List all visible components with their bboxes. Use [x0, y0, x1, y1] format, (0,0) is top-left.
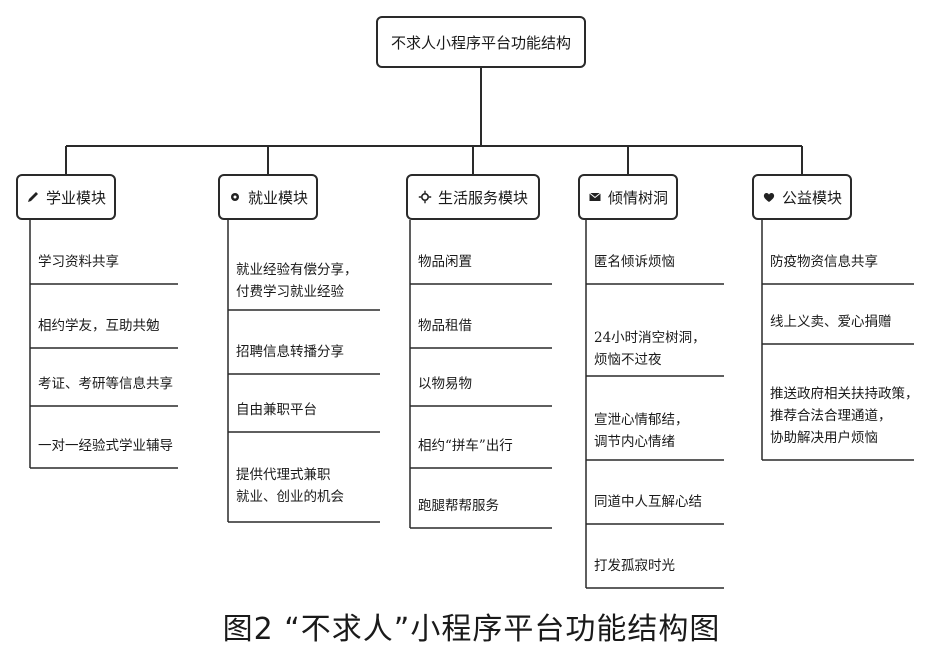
leaf-item: 打发孤寂时光 [594, 558, 675, 574]
leaf-item: 物品闲置 [418, 254, 472, 270]
leaf-item: 物品租借 [418, 318, 472, 334]
module-label: 学业模块 [45, 188, 106, 207]
root-node-label: 不求人小程序平台功能结构 [390, 33, 571, 52]
pencil-icon [26, 190, 40, 204]
leaf-item: 考证、考研等信息共享 [38, 376, 173, 392]
module-label: 生活服务模块 [437, 188, 528, 207]
leaf-connector-lines [29, 220, 914, 589]
leaf-item: 招聘信息转播分享 [236, 344, 344, 360]
module-label: 就业模块 [247, 188, 308, 207]
figure-caption: 图2 “不求人”小程序平台功能结构图 [222, 612, 721, 647]
leaf-item: 就业经验有偿分享，付费学习就业经验 [236, 262, 358, 300]
gear-icon [228, 190, 242, 204]
module-label: 倾情树洞 [607, 188, 668, 207]
module-box: 就业模块 [218, 174, 318, 220]
module-box: 公益模块 [752, 174, 852, 220]
connector-lines [65, 68, 803, 174]
leaf-item: 同道中人互解心结 [594, 494, 702, 510]
leaf-item: 宣泄心情郁结，调节内心情绪 [594, 412, 689, 450]
leaf-item: 线上义卖、爱心捐赠 [770, 314, 892, 330]
leaf-item: 防疫物资信息共享 [770, 254, 878, 270]
sun-icon [418, 190, 432, 204]
leaf-item: 24小时消空树洞，烦恼不过夜 [594, 330, 706, 368]
leaf-item: 一对一经验式学业辅导 [38, 438, 173, 454]
module-box: 生活服务模块 [406, 174, 540, 220]
leaf-item: 跑腿帮帮服务 [418, 498, 499, 514]
envelope-icon [588, 190, 602, 204]
module-box: 倾情树洞 [578, 174, 678, 220]
structure-diagram [29, 68, 914, 589]
module-box: 学业模块 [16, 174, 116, 220]
leaf-item: 推送政府相关扶持政策，推荐合法合理通道，协助解决用户烦恼 [770, 386, 919, 446]
leaf-item: 学习资料共享 [38, 254, 119, 270]
leaf-item: 提供代理式兼职就业、创业的机会 [236, 467, 344, 505]
heart-icon [762, 190, 776, 204]
leaf-item: 匿名倾诉烦恼 [594, 254, 675, 270]
module-label: 公益模块 [781, 188, 842, 207]
leaf-item: 自由兼职平台 [236, 402, 317, 418]
leaf-item: 以物易物 [418, 376, 472, 392]
root-node: 不求人小程序平台功能结构 [376, 16, 586, 68]
leaf-item: 相约“拼车”出行 [418, 438, 513, 454]
leaf-item: 相约学友，互助共勉 [38, 318, 160, 334]
